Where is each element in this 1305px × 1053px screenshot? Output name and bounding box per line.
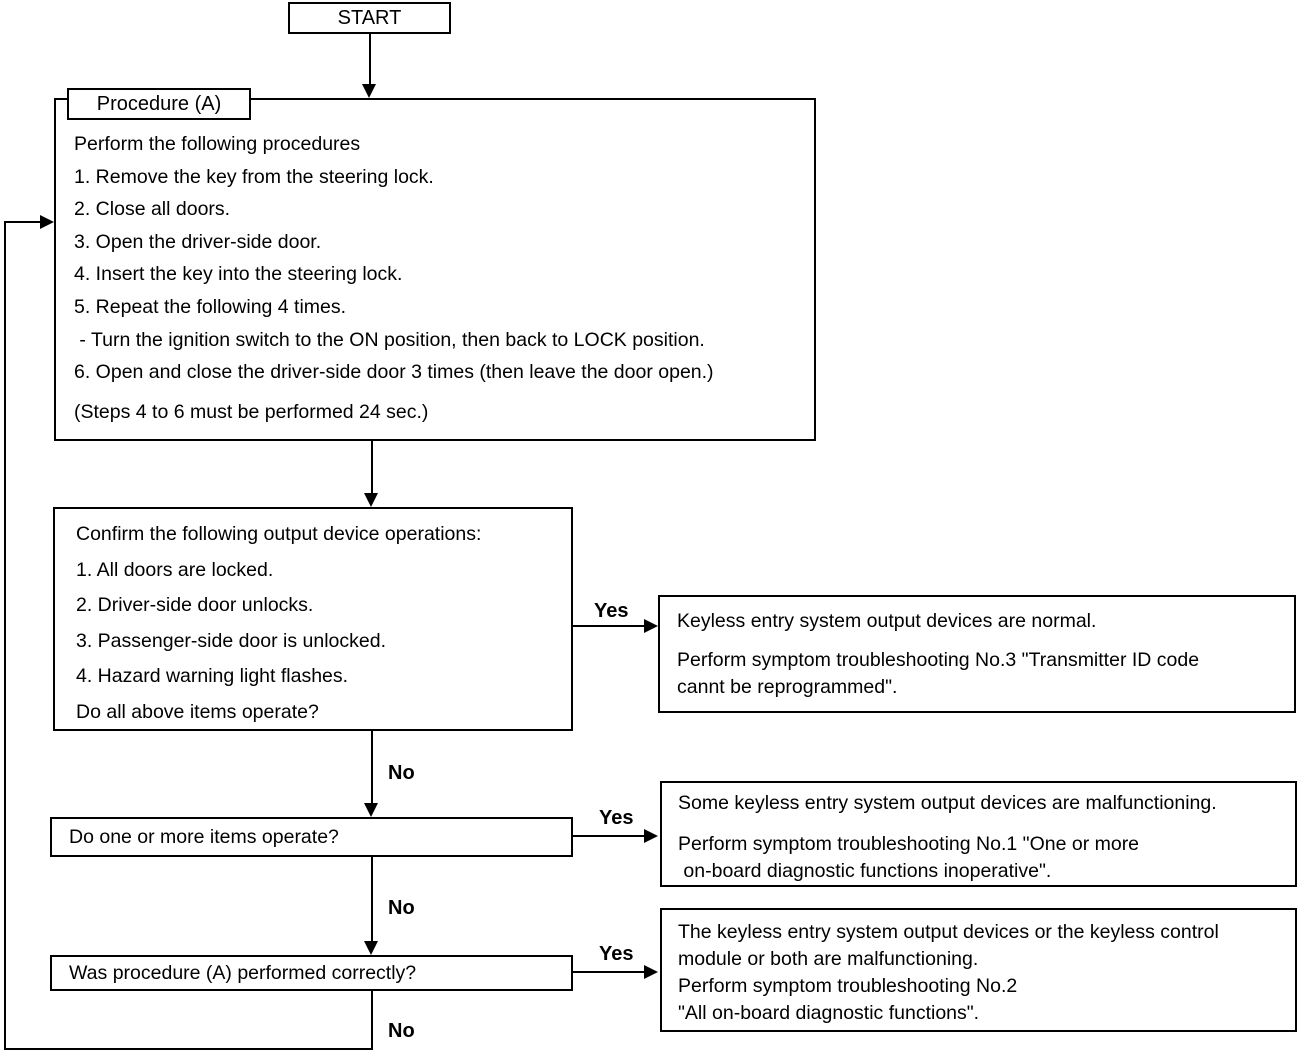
- procedure-tag: Procedure (A): [67, 88, 251, 120]
- arrowhead-down-icon: [362, 84, 376, 98]
- yes-branch-label: Yes: [594, 600, 629, 622]
- confirm-question-line: Do all above items operate?: [76, 700, 319, 723]
- result-line: Perform symptom troubleshooting No.2: [678, 975, 1018, 997]
- confirm-line: 1. All doors are locked.: [76, 558, 274, 581]
- procedure-step-line: Perform the following procedures: [74, 133, 361, 155]
- question-label: Was procedure (A) performed correctly?: [69, 961, 417, 984]
- arrowhead-down-icon: [364, 941, 378, 955]
- arrowhead-right-icon: [644, 965, 658, 979]
- confirm-line: 4. Hazard warning light flashes.: [76, 665, 349, 688]
- procedure-step-line: - Turn the ignition switch to the ON pos…: [74, 328, 705, 351]
- confirm-line: 3. Passenger-side door is unlocked.: [76, 629, 387, 652]
- question2-no-line: [371, 857, 373, 941]
- no-branch-label: No: [388, 762, 415, 784]
- yes-branch-label: Yes: [599, 943, 634, 965]
- question3-no-line: [371, 991, 373, 1050]
- result-line: Some keyless entry system output devices…: [678, 792, 1217, 814]
- question2-yes-line: [573, 835, 644, 837]
- result-line: cannt be reprogrammed".: [677, 676, 898, 698]
- confirm-line: Confirm the following output device oper…: [76, 523, 482, 545]
- question-box-procedure-correct: Was procedure (A) performed correctly?: [50, 955, 573, 991]
- arrowhead-down-icon: [364, 803, 378, 817]
- result-line: on-board diagnostic functions inoperativ…: [678, 860, 1052, 882]
- arrowhead-right-icon: [40, 215, 54, 229]
- procedure-tag-label: Procedure (A): [96, 92, 222, 115]
- no-branch-label: No: [388, 1020, 415, 1042]
- start-to-procedure-line: [369, 34, 371, 86]
- confirm-no-line: [371, 731, 373, 803]
- confirm-yes-line: [573, 625, 644, 627]
- start-node: START: [288, 2, 451, 34]
- arrowhead-right-icon: [644, 829, 658, 843]
- procedure-step-line: 3. Open the driver-side door.: [74, 230, 322, 253]
- question-label: Do one or more items operate?: [69, 825, 339, 848]
- procedure-step-line: 1. Remove the key from the steering lock…: [74, 165, 434, 188]
- procedure-step-line: 5. Repeat the following 4 times.: [74, 295, 347, 318]
- result-line: Keyless entry system output devices are …: [677, 610, 1097, 632]
- procedure-note-line: (Steps 4 to 6 must be performed 24 sec.): [74, 400, 429, 423]
- yes-branch-label: Yes: [599, 807, 634, 829]
- feedback-loop-entry-line: [4, 221, 42, 223]
- procedure-steps: Perform the following procedures 1. Remo…: [74, 128, 714, 428]
- feedback-loop-bottom-line: [4, 1048, 373, 1050]
- result-line: Perform symptom troubleshooting No.3 "Tr…: [677, 649, 1200, 671]
- result-box-module-malfunctioning: The keyless entry system output devices …: [660, 908, 1297, 1032]
- procedure-step-line: 4. Insert the key into the steering lock…: [74, 263, 403, 286]
- no-branch-label: No: [388, 897, 415, 919]
- result-line: The keyless entry system output devices …: [678, 921, 1219, 943]
- procedure-to-confirm-line: [371, 441, 373, 493]
- result-line: "All on-board diagnostic functions".: [678, 1002, 980, 1024]
- confirm-line: 2. Driver-side door unlocks.: [76, 594, 314, 617]
- feedback-loop-left-line: [4, 221, 6, 1050]
- arrowhead-right-icon: [644, 619, 658, 633]
- question-box-one-or-more: Do one or more items operate?: [50, 817, 573, 857]
- start-label: START: [337, 6, 402, 29]
- procedure-step-line: 2. Close all doors.: [74, 198, 231, 221]
- arrowhead-down-icon: [364, 493, 378, 507]
- confirm-box: [53, 507, 573, 731]
- procedure-box: [54, 98, 816, 441]
- confirm-items: Confirm the following output device oper…: [76, 517, 481, 731]
- question3-yes-line: [573, 971, 644, 973]
- result-line: Perform symptom troubleshooting No.1 "On…: [678, 833, 1140, 855]
- result-line: module or both are malfunctioning.: [678, 948, 979, 970]
- result-box-normal: Keyless entry system output devices are …: [658, 595, 1296, 713]
- procedure-step-line: 6. Open and close the driver-side door 3…: [74, 361, 714, 384]
- result-box-some-malfunctioning: Some keyless entry system output devices…: [660, 781, 1297, 887]
